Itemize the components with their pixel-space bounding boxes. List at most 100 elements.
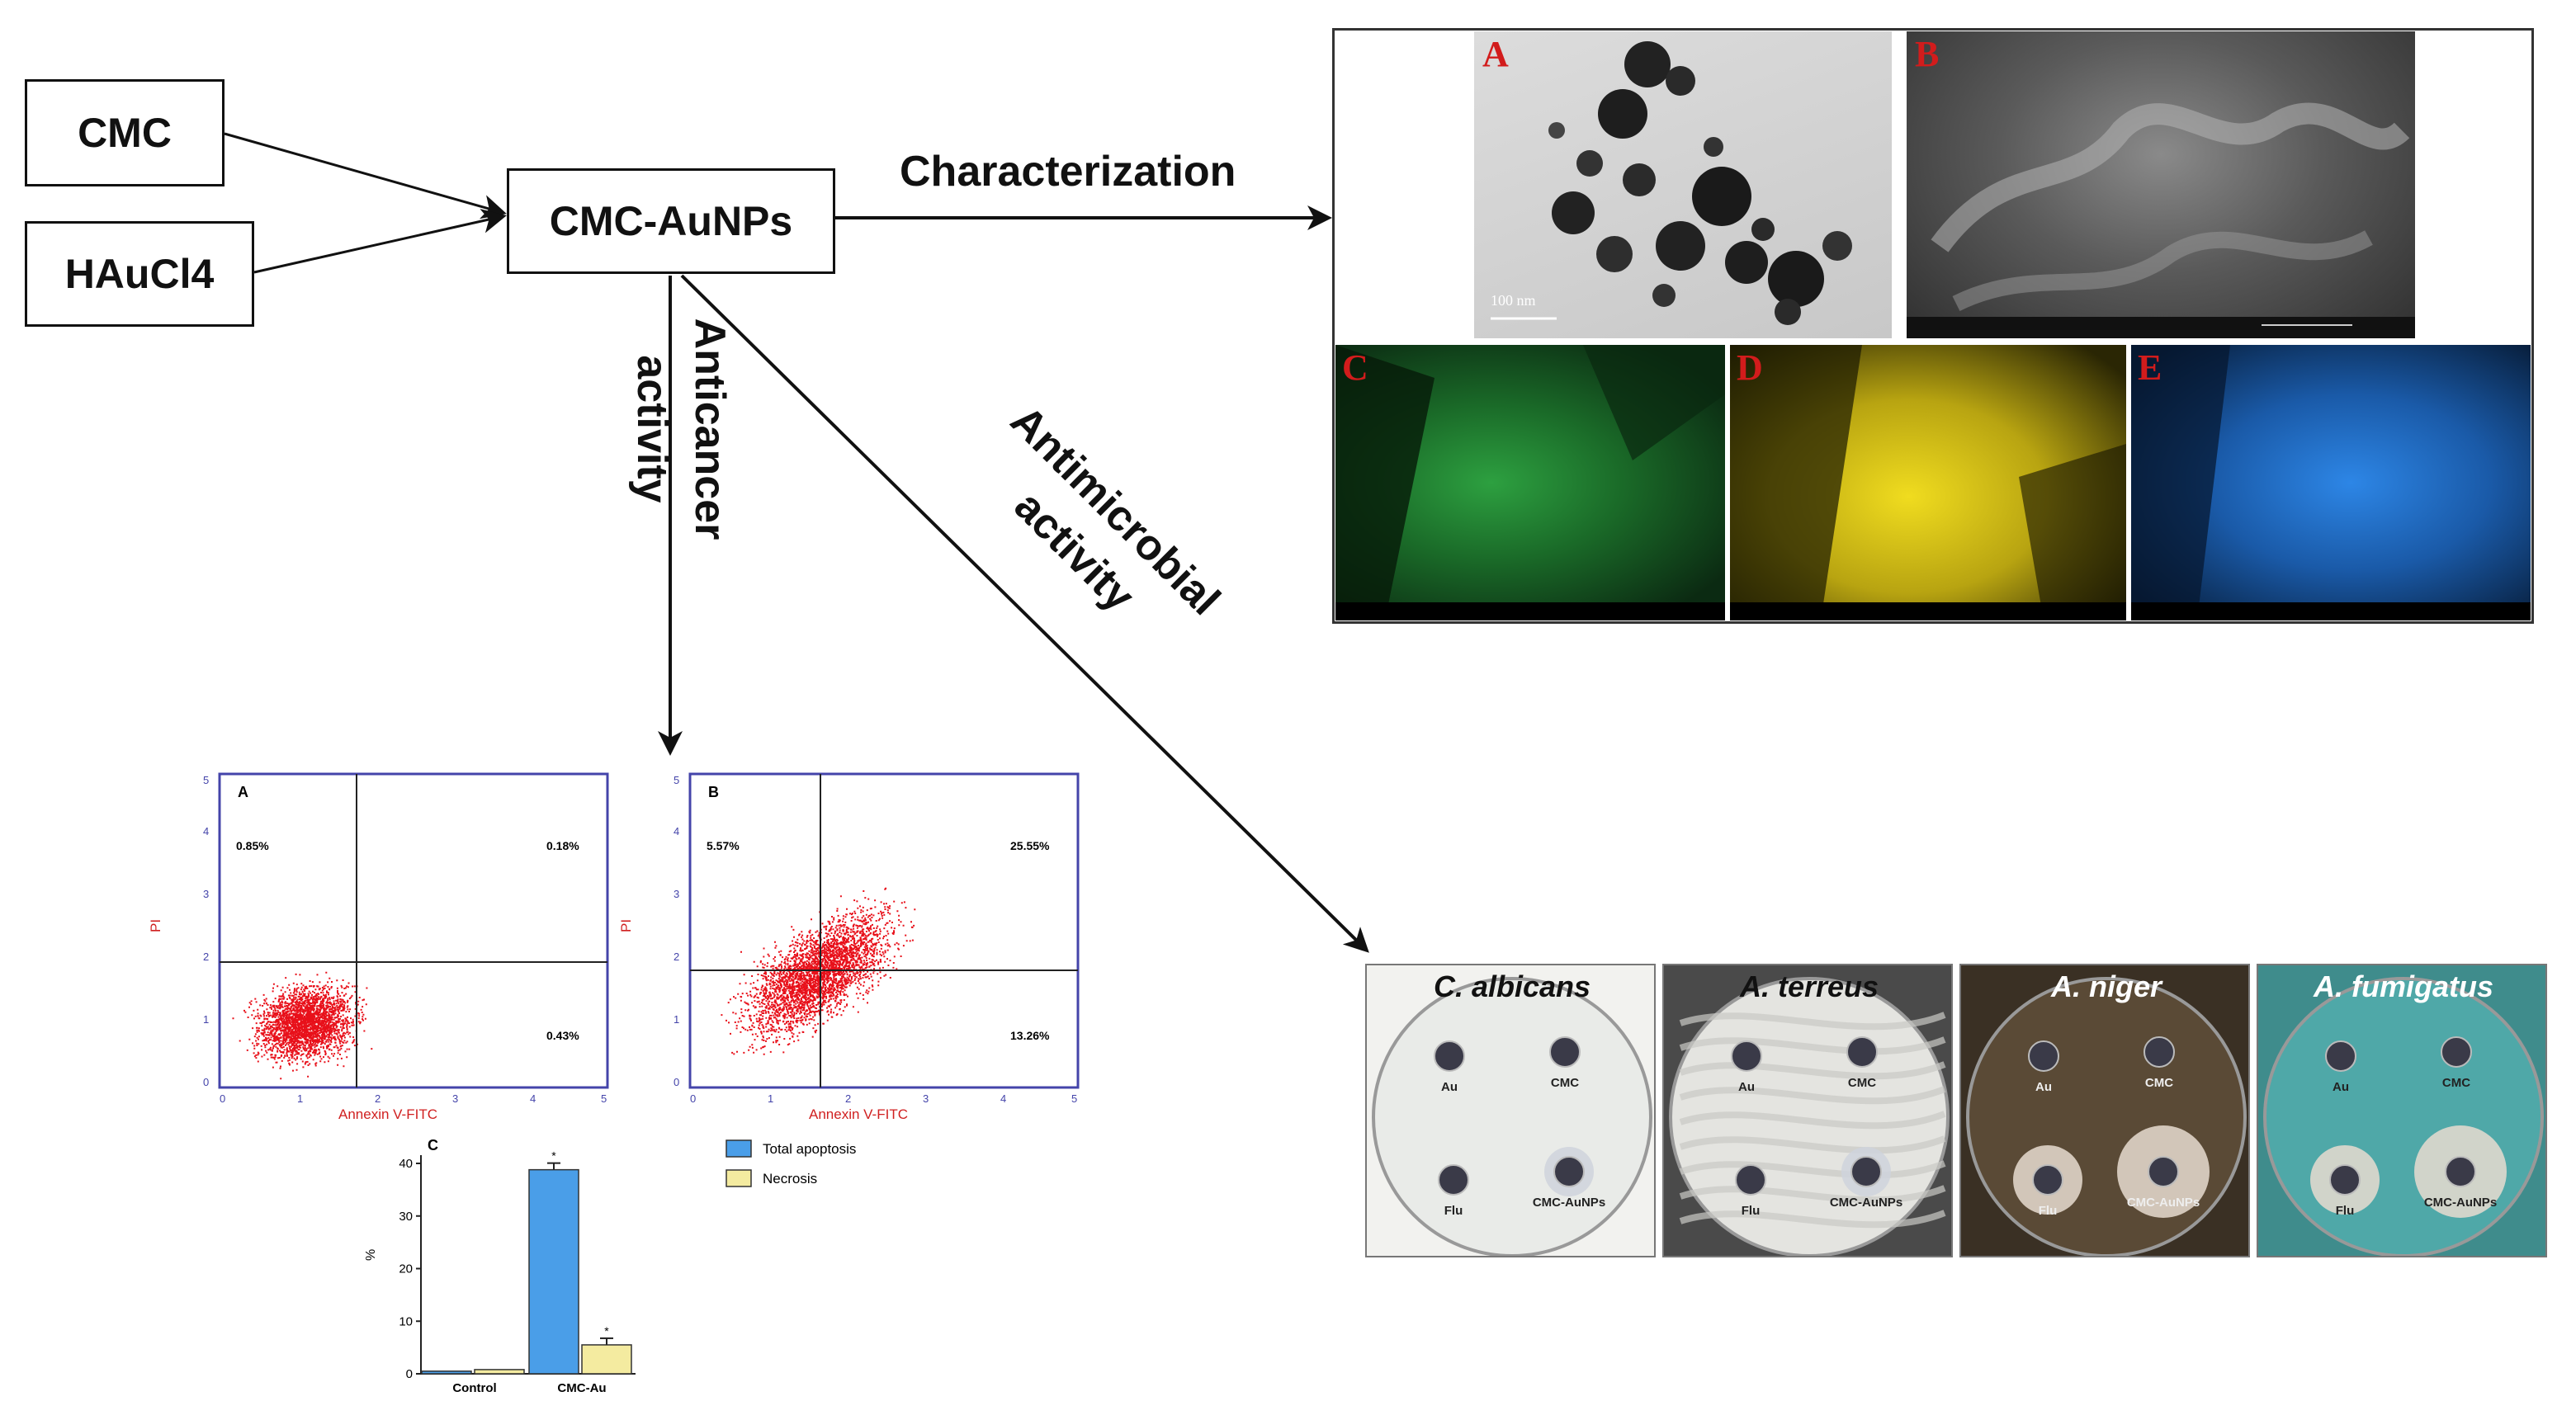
y-tick-label: 0 [406, 1367, 413, 1381]
plot-a-upper-left: 0.85% [236, 839, 269, 852]
flow-cytometry-plot-b: B 5.57% 25.55% 13.26% Annexin V-FITC PI … [618, 772, 1080, 1122]
plot-b-ytick-3: 3 [674, 888, 679, 900]
element-map-d-texture [1730, 345, 2126, 620]
plot-a-xtick-5: 5 [601, 1092, 607, 1105]
plot-b-upper-left: 5.57% [707, 839, 740, 852]
plot-b-x-axis-label: Annexin V-FITC [809, 1106, 908, 1122]
scatter-cloud-a [232, 971, 373, 1080]
plot-b-xtick-5: 5 [1071, 1092, 1077, 1105]
bar-1-1 [581, 1344, 632, 1375]
well-label: CMC [2145, 1076, 2173, 1090]
well [1731, 1040, 1762, 1072]
legend-label: Total apoptosis [763, 1141, 856, 1157]
well-label: Flu [1444, 1204, 1463, 1218]
well-label: Au [1738, 1080, 1755, 1094]
bar-0-0 [421, 1370, 472, 1375]
bar-chart-bars: ** [421, 1149, 632, 1375]
plot-a-xtick-3: 3 [452, 1092, 458, 1105]
bar-1-0 [528, 1168, 579, 1375]
plot-b-xtick-4: 4 [1000, 1092, 1006, 1105]
plot-b-ytick-0: 0 [674, 1076, 679, 1088]
plot-a-y-axis-label: PI [148, 919, 163, 932]
element-map-e-texture [2131, 345, 2531, 620]
well [2144, 1036, 2175, 1068]
well [2445, 1156, 2476, 1187]
plot-b-xtick-0: 0 [690, 1092, 696, 1105]
plot-a-xtick-1: 1 [297, 1092, 303, 1105]
well-label: CMC-AuNPs [2424, 1196, 2497, 1210]
plot-b-y-axis-label: PI [618, 919, 634, 932]
cmc-aunps-box: CMC-AuNPs [507, 168, 835, 274]
plot-b-xtick-1: 1 [768, 1092, 773, 1105]
well [1735, 1164, 1766, 1196]
well [2148, 1156, 2179, 1187]
tem-scale-label: 100 nm [1491, 292, 1536, 309]
legend-swatch [726, 1169, 752, 1187]
plot-b-ytick-1: 1 [674, 1013, 679, 1026]
element-map-c-texture [1335, 345, 1725, 620]
category-label: CMC-Au [557, 1381, 606, 1395]
bar-chart-y-label: % [364, 1249, 378, 1261]
well [1850, 1156, 1882, 1187]
well [2329, 1164, 2361, 1196]
category-label: Control [452, 1381, 496, 1395]
petri-dish [1966, 977, 2247, 1256]
tem-image-panel: A 100 nm [1474, 31, 1892, 338]
well-label: Flu [2039, 1204, 2058, 1218]
petri-dish [1372, 977, 1652, 1256]
well-label: Au [1441, 1080, 1458, 1094]
plot-b-xtick-2: 2 [845, 1092, 851, 1105]
plot-b-ytick-4: 4 [674, 825, 679, 837]
haucl4-box: HAuCl4 [25, 221, 254, 327]
cmc-aunps-label: CMC-AuNPs [549, 198, 793, 244]
plate-title: C. albicans [1434, 969, 1591, 1003]
characterization-label: Characterization [900, 148, 1236, 196]
cmc-label: CMC [78, 110, 172, 156]
legend-label: Necrosis [763, 1171, 817, 1186]
anticancer-label-line1: Anticancer [686, 318, 734, 540]
cmc-box: CMC [25, 79, 225, 186]
well-label: CMC-AuNPs [1533, 1196, 1605, 1210]
element-map-c: C [1335, 345, 1725, 620]
plot-a-ytick-4: 4 [203, 825, 209, 837]
plot-a-xtick-2: 2 [375, 1092, 380, 1105]
plot-b-label: B [708, 784, 719, 800]
y-tick-label: 30 [399, 1210, 413, 1224]
y-tick-label: 40 [399, 1157, 413, 1171]
well [2028, 1040, 2059, 1072]
arrow-cmc-to-product [224, 132, 507, 219]
plot-a-ytick-3: 3 [203, 888, 209, 900]
plot-a-ytick-1: 1 [203, 1013, 209, 1026]
plot-a-xtick-4: 4 [530, 1092, 536, 1105]
element-map-c-label: C [1342, 347, 1368, 388]
plot-a-ytick-5: 5 [203, 774, 209, 786]
flow-cytometry-plot-a: A 0.85% 0.18% 0.43% Annexin V-FITC PI 0 … [148, 772, 609, 1122]
scatter-cloud-b [721, 887, 916, 1055]
plot-b-lower-right: 13.26% [1010, 1029, 1050, 1042]
well-label: Au [2035, 1080, 2052, 1094]
sem-image-panel: B [1907, 31, 2415, 338]
plot-b-ytick-2: 2 [674, 951, 679, 963]
plot-a-xtick-0: 0 [220, 1092, 225, 1105]
sem-panel-label: B [1915, 34, 1940, 74]
tem-panel-label: A [1482, 34, 1509, 74]
well [1846, 1036, 1878, 1068]
significance-marker: * [551, 1149, 556, 1163]
y-tick-label: 10 [399, 1314, 413, 1328]
element-map-e: E [2131, 345, 2531, 620]
plate-title: A. terreus [1739, 969, 1879, 1003]
plot-a-label: A [238, 784, 248, 800]
well-label: CMC [1551, 1076, 1579, 1090]
well [1434, 1040, 1465, 1072]
plot-a-x-axis-label: Annexin V-FITC [338, 1106, 437, 1122]
well [2441, 1036, 2472, 1068]
well-label: Flu [1742, 1204, 1761, 1218]
well-label: Flu [2336, 1204, 2355, 1218]
well-label: CMC [2442, 1076, 2470, 1090]
element-map-e-label: E [2138, 347, 2162, 388]
